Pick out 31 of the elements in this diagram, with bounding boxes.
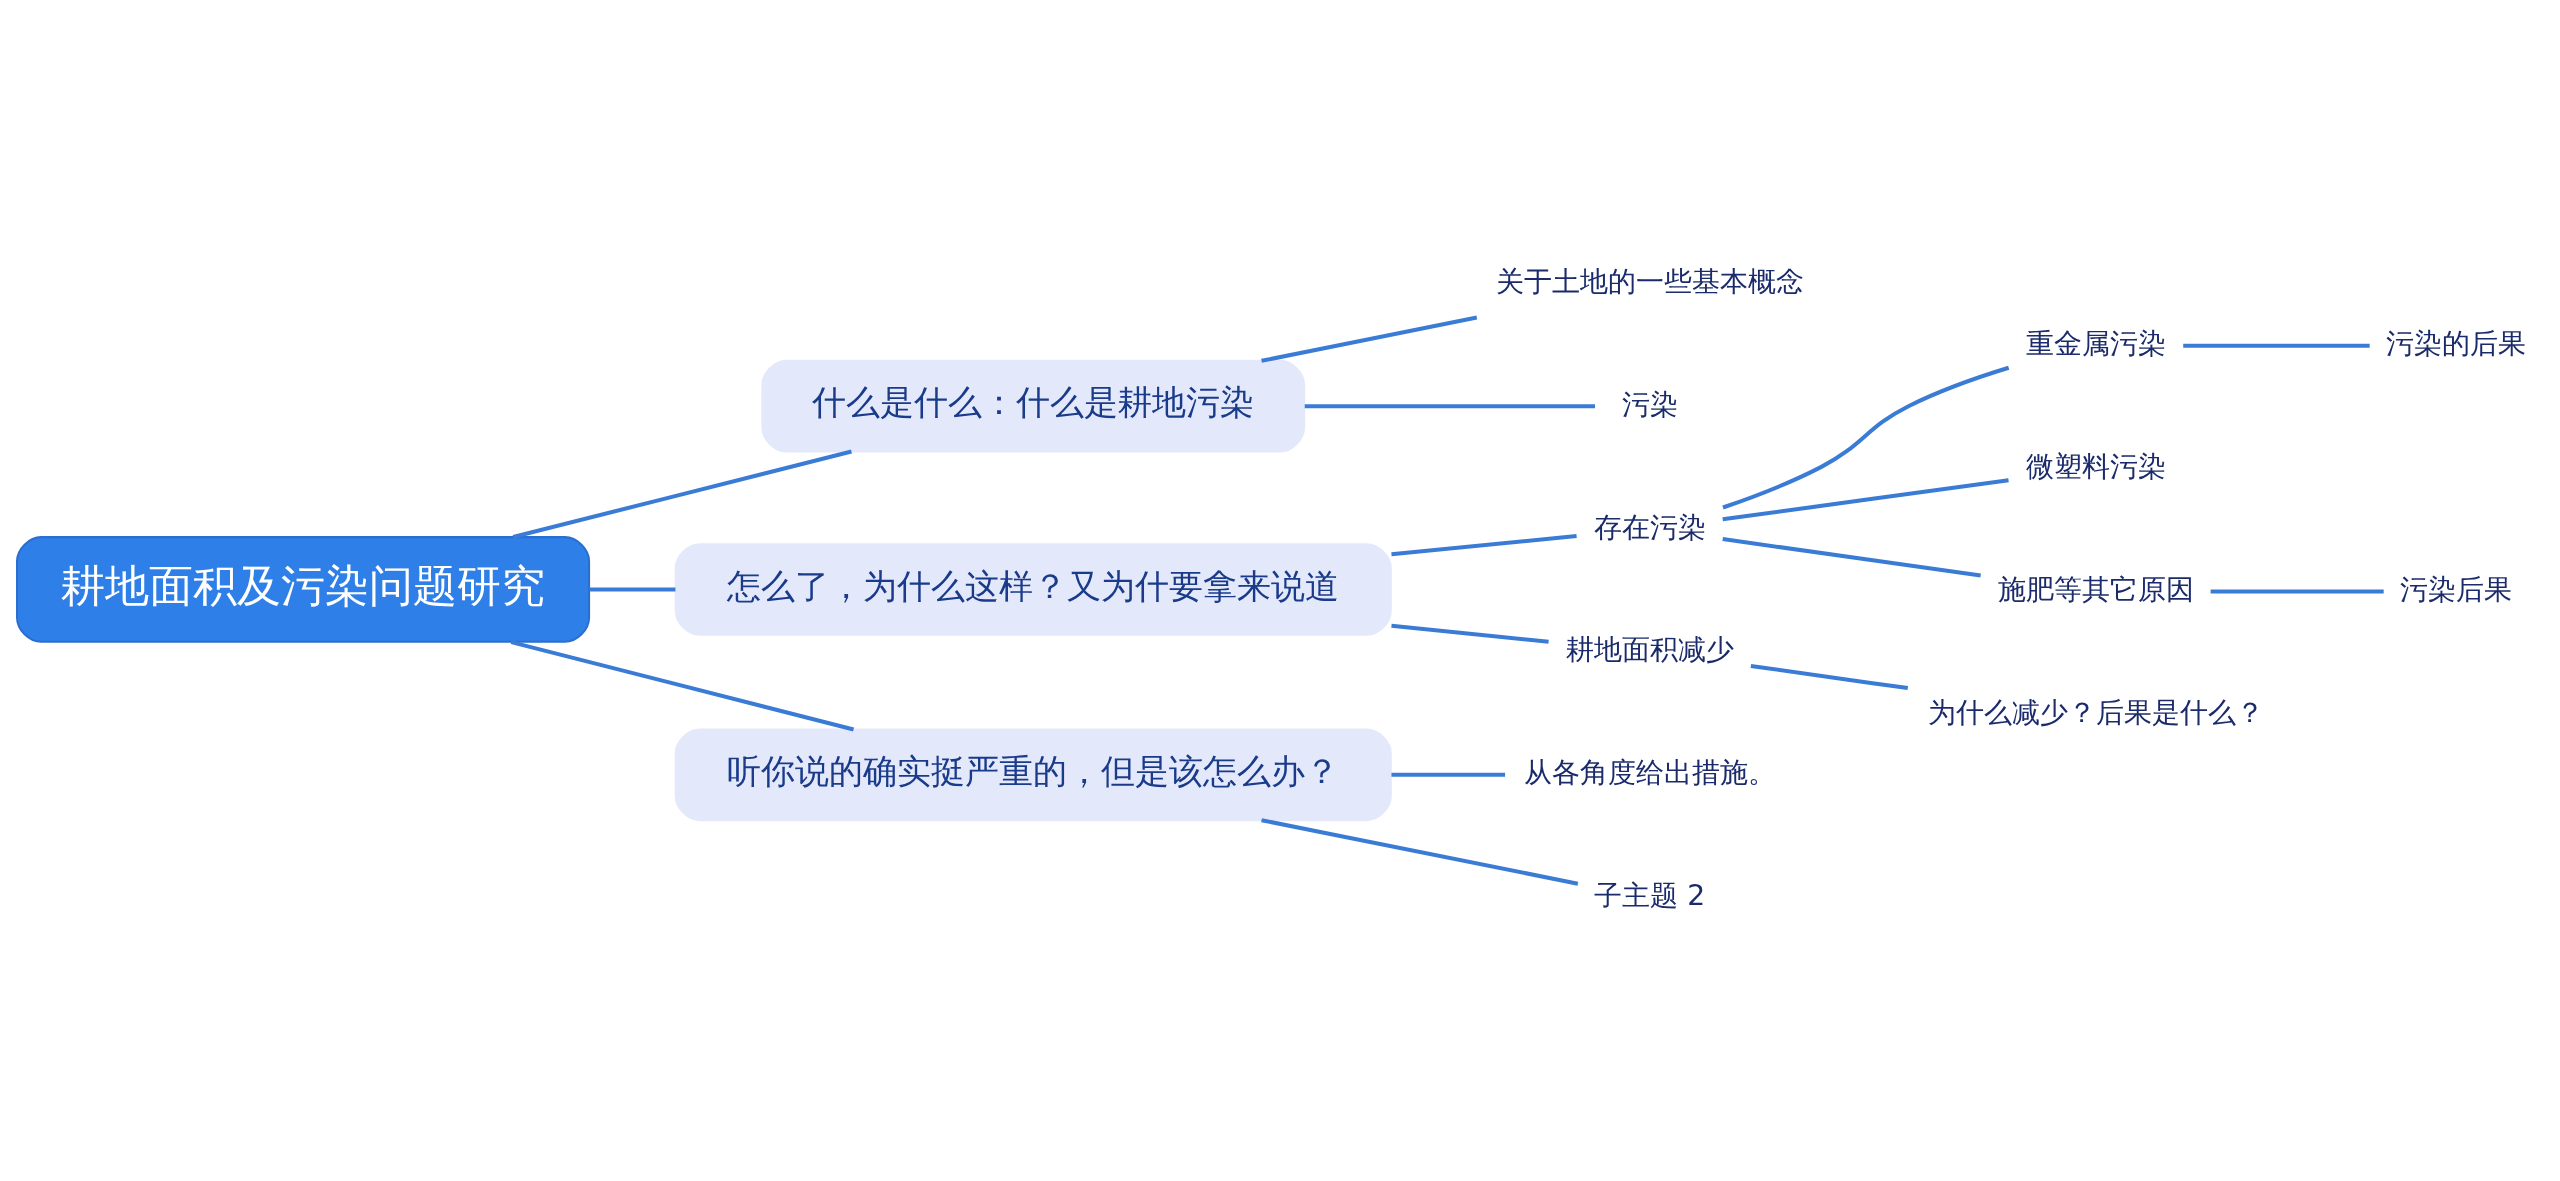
connector [510,640,855,732]
connector [1261,818,1579,886]
node-text: 子主题 2 [1594,879,1706,913]
connector [589,587,676,592]
connector [512,449,852,539]
connector [1722,365,2010,510]
connector [2210,589,2384,594]
node-box: 什么是什么：什么是耕地污染 [761,359,1306,453]
node-text: 为什么减少？后果是什么？ [1927,695,2264,729]
connector [1261,315,1478,363]
node-text: 关于土地的一些基本概念 [1495,264,1804,298]
connector [1750,663,1909,691]
node-box: 耕地面积及污染问题研究 [16,536,591,643]
connector [1304,404,1596,409]
node-text: 重金属污染 [2025,327,2166,361]
node-text: 存在污染 [1593,510,1706,544]
node-text: 污染的后果 [2386,327,2527,361]
connector [1391,534,1577,557]
connector [2183,343,2370,348]
node-text: 污染后果 [2400,572,2513,606]
node-box: 怎么了，为什么这样？又为什要拿来说道 [674,543,1392,636]
node-text: 施肥等其它原因 [1997,572,2194,606]
node-text: 污染 [1621,387,1678,421]
connector [1391,772,1506,777]
node-box: 听你说的确实挺严重的，但是该怎么办？ [674,728,1392,822]
node-text: 从各角度给出措施。 [1523,756,1776,790]
connector [1722,478,2009,522]
connector [1391,623,1549,644]
connector [1722,537,1981,578]
node-text: 微塑料污染 [2025,450,2166,484]
node-text: 耕地面积减少 [1565,633,1734,667]
